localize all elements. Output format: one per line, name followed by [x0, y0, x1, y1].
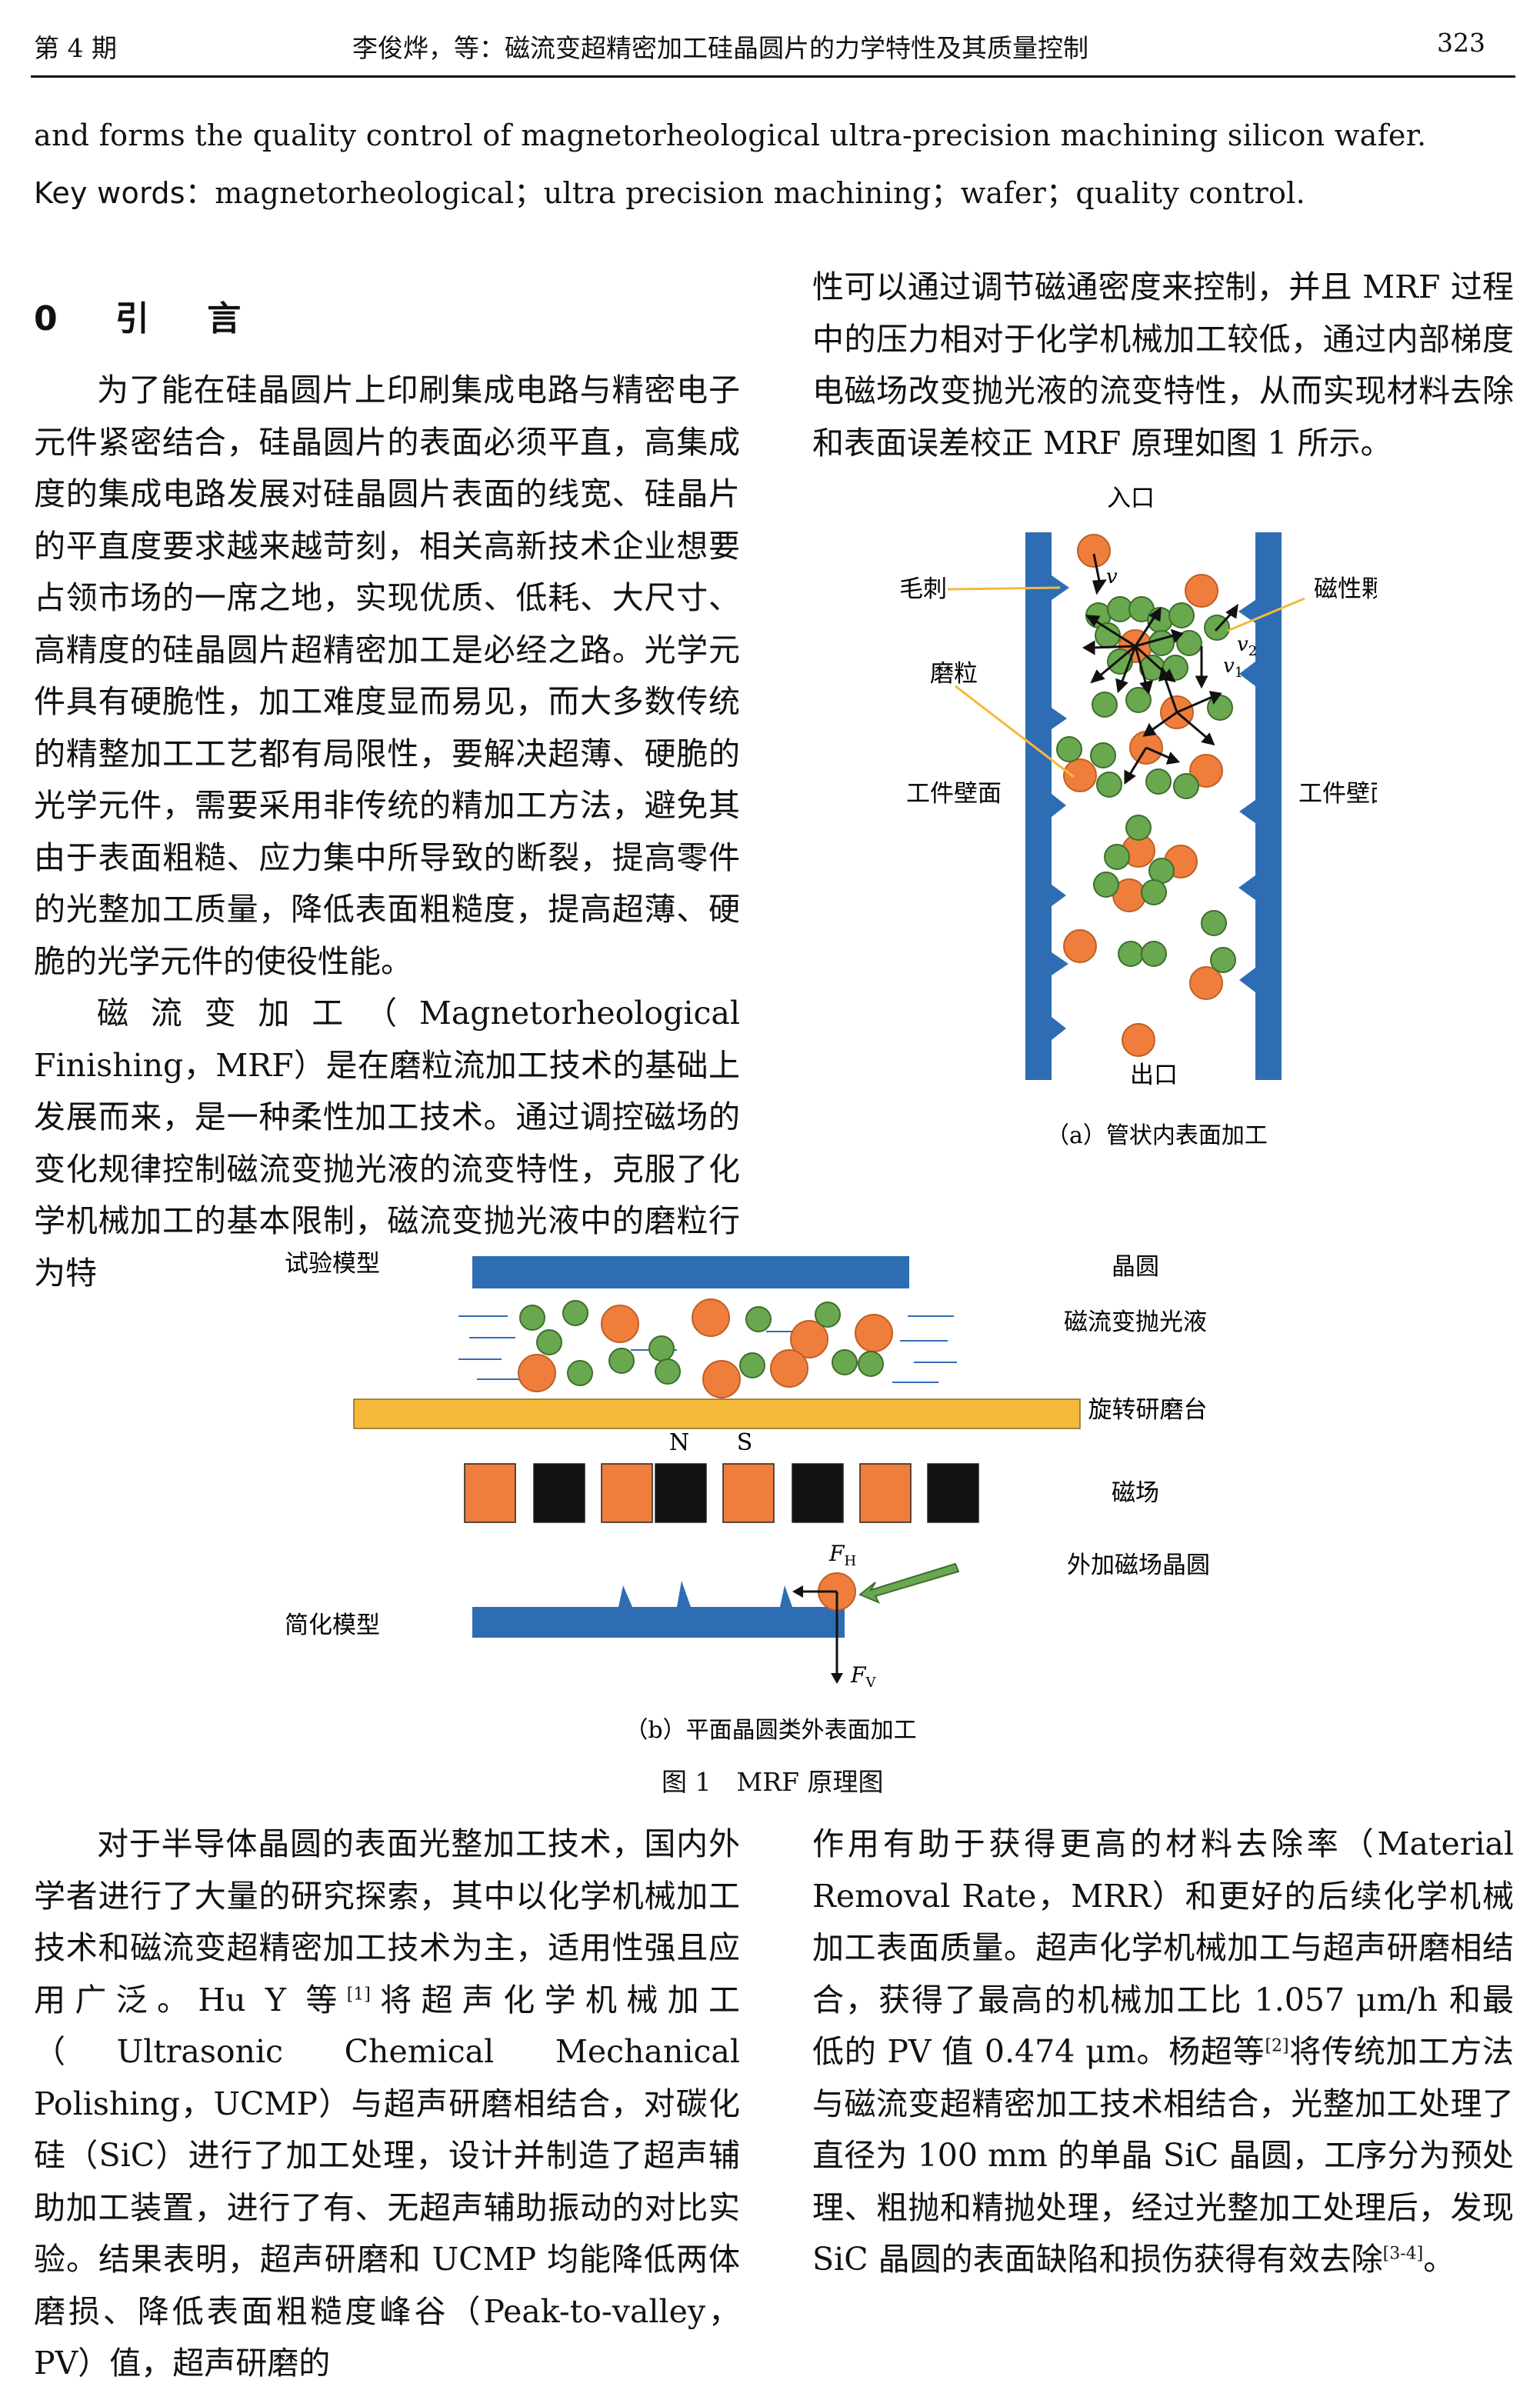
- figure-a-diagram: 入口: [899, 485, 1377, 1149]
- lower-right-paragraph: 作用有助于获得更高的材料去除率（Material Removal Rate，MR…: [812, 1818, 1514, 2286]
- label-table: 旋转研磨台: [1088, 1396, 1208, 1424]
- particle-field: [1056, 534, 1236, 1057]
- label-simple-model: 简化模型: [285, 1612, 380, 1639]
- right-column-lower: 作用有助于获得更高的材料去除率（Material Removal Rate，MR…: [812, 1818, 1514, 2286]
- citation-1[interactable]: [1]: [346, 1984, 371, 2004]
- header-rule: [31, 75, 1515, 78]
- label-wafer: 晶圆: [1112, 1253, 1159, 1281]
- left-wall: [1025, 532, 1052, 1080]
- abstract-tail: and forms the quality control of magneto…: [34, 118, 1427, 152]
- label-fh: FH: [828, 1541, 856, 1569]
- label-v1: v1: [1223, 655, 1243, 681]
- label-wall-right: 工件壁面: [1298, 780, 1377, 808]
- label-wall-left: 工件壁面: [906, 780, 1002, 808]
- keywords-label: Key words：: [34, 176, 215, 210]
- fluid-particles: [518, 1298, 893, 1398]
- label-n: N: [669, 1429, 689, 1456]
- citation-3-4[interactable]: [3-4]: [1382, 2244, 1424, 2264]
- magnet-array: [464, 1463, 979, 1523]
- label-fv: FV: [850, 1662, 876, 1691]
- label-magnetic-particle: 磁性颗粒: [1314, 575, 1377, 603]
- left-wall-burrs: [1052, 575, 1069, 1040]
- left-column-upper: 为了能在硅晶圆片上印刷集成电路与精密电子元件紧密结合，硅晶圆片的表面必须平直，高…: [34, 365, 740, 1299]
- keywords-line: Key words：magnetorheological；ultra preci…: [34, 169, 1511, 212]
- surface-burrs: [618, 1581, 792, 1607]
- figure-b-diagram: 试验模型 晶圆 磁流变抛光液: [285, 1250, 1210, 1744]
- abrasive-callout-line: [955, 685, 1075, 778]
- label-outlet: 出口: [1130, 1062, 1178, 1089]
- caption-b: （b）平面晶圆类外表面加工: [625, 1717, 916, 1744]
- label-field: 磁场: [1112, 1479, 1159, 1507]
- issue-number: 第 4 期: [34, 33, 117, 63]
- label-test-model: 试验模型: [285, 1250, 380, 1278]
- rotating-table: [353, 1398, 1081, 1429]
- magnetic-callout-line: [1227, 597, 1305, 632]
- fv-arrow-head: [831, 1673, 843, 1684]
- running-title: 李俊烨，等：磁流变超精密加工硅晶圆片的力学特性及其质量控制: [352, 33, 1088, 63]
- label-v: v: [1106, 565, 1118, 588]
- burr-callout-line: [947, 586, 1061, 591]
- label-s: S: [737, 1429, 753, 1456]
- label-inlet: 入口: [1107, 485, 1155, 512]
- right-wall: [1255, 532, 1282, 1080]
- page-number: 323: [1437, 28, 1485, 58]
- fh-arrow-head: [792, 1585, 803, 1598]
- simplified-surface: [472, 1607, 845, 1638]
- lower-left-text-1: 对于半导体晶圆的表面光整加工技术，国内外学者进行了大量的研究探索，其中以化学机械…: [34, 1825, 740, 2018]
- caption-a: （a）管状内表面加工: [1046, 1122, 1268, 1149]
- lower-left-paragraph: 对于半导体晶圆的表面光整加工技术，国内外学者进行了大量的研究探索，其中以化学机械…: [34, 1818, 740, 2390]
- lower-left-text-2: 将超声化学机械加工（Ultrasonic Chemical Mechanical…: [34, 1981, 741, 2382]
- label-v2: v2: [1237, 633, 1257, 659]
- lower-right-text-1: 作用有助于获得更高的材料去除率（Material Removal Rate，MR…: [812, 1825, 1514, 2070]
- intro-paragraph-2: 磁流变加工（Magnetorheological Finishing，MRF）是…: [34, 995, 740, 1292]
- label-abrasive: 磨粒: [930, 660, 978, 688]
- wafer-bar: [472, 1256, 909, 1288]
- keywords-text: magnetorheological；ultra precision machi…: [215, 176, 1305, 210]
- lower-right-text-2: 将传统加工方法与磁流变超精密加工技术相结合，光整加工处理了直径为 100 mm …: [812, 2033, 1515, 2278]
- figure-title: 图 1 MRF 原理图: [662, 1767, 884, 1797]
- right-wall-burrs: [1238, 600, 1255, 992]
- left-column-lower: 对于半导体晶圆的表面光整加工技术，国内外学者进行了大量的研究探索，其中以化学机械…: [34, 1818, 740, 2390]
- lower-right-text-3: 。: [1423, 2241, 1455, 2278]
- right-paragraph-1: 性可以通过调节磁通密度来控制，并且 MRF 过程中的压力相对于化学机械加工较低，…: [812, 268, 1514, 462]
- velocity-arrows: [1082, 553, 1238, 785]
- section-title: 0 引 言: [34, 299, 265, 338]
- external-field-arrow: [858, 1562, 960, 1604]
- label-fluid: 磁流变抛光液: [1064, 1308, 1207, 1336]
- label-external-wafer: 外加磁场晶圆: [1067, 1552, 1210, 1579]
- intro-paragraph-1: 为了能在硅晶圆片上印刷集成电路与精密电子元件紧密结合，硅晶圆片的表面必须平直，高…: [34, 372, 740, 980]
- citation-2[interactable]: [2]: [1265, 2036, 1289, 2056]
- label-burr: 毛刺: [899, 575, 947, 603]
- right-column-upper: 性可以通过调节磁通密度来控制，并且 MRF 过程中的压力相对于化学机械加工较低，…: [812, 262, 1514, 469]
